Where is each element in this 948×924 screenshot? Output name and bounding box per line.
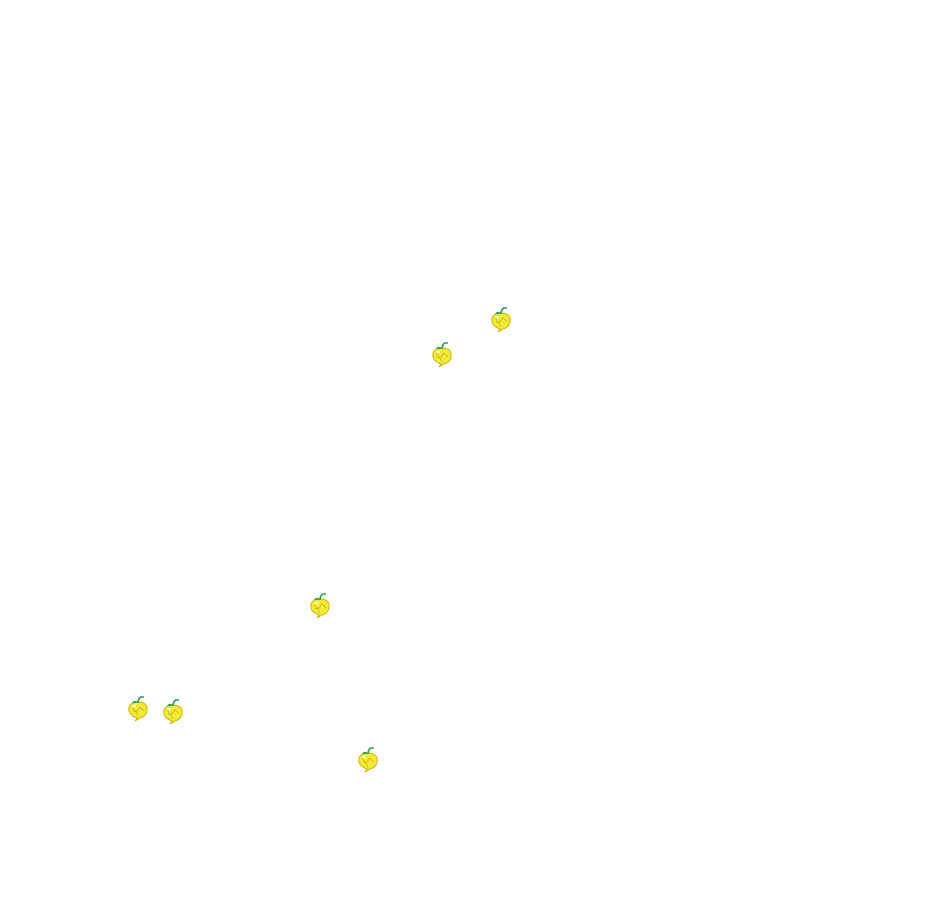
- yellow-fruit-icon[interactable]: [431, 342, 453, 368]
- yellow-fruit-icon[interactable]: [357, 747, 379, 773]
- yellow-fruit-icon[interactable]: [309, 593, 331, 619]
- yellow-fruit-icon[interactable]: [127, 696, 149, 722]
- yellow-fruit-icon[interactable]: [490, 307, 512, 333]
- yellow-fruit-icon[interactable]: [162, 699, 184, 725]
